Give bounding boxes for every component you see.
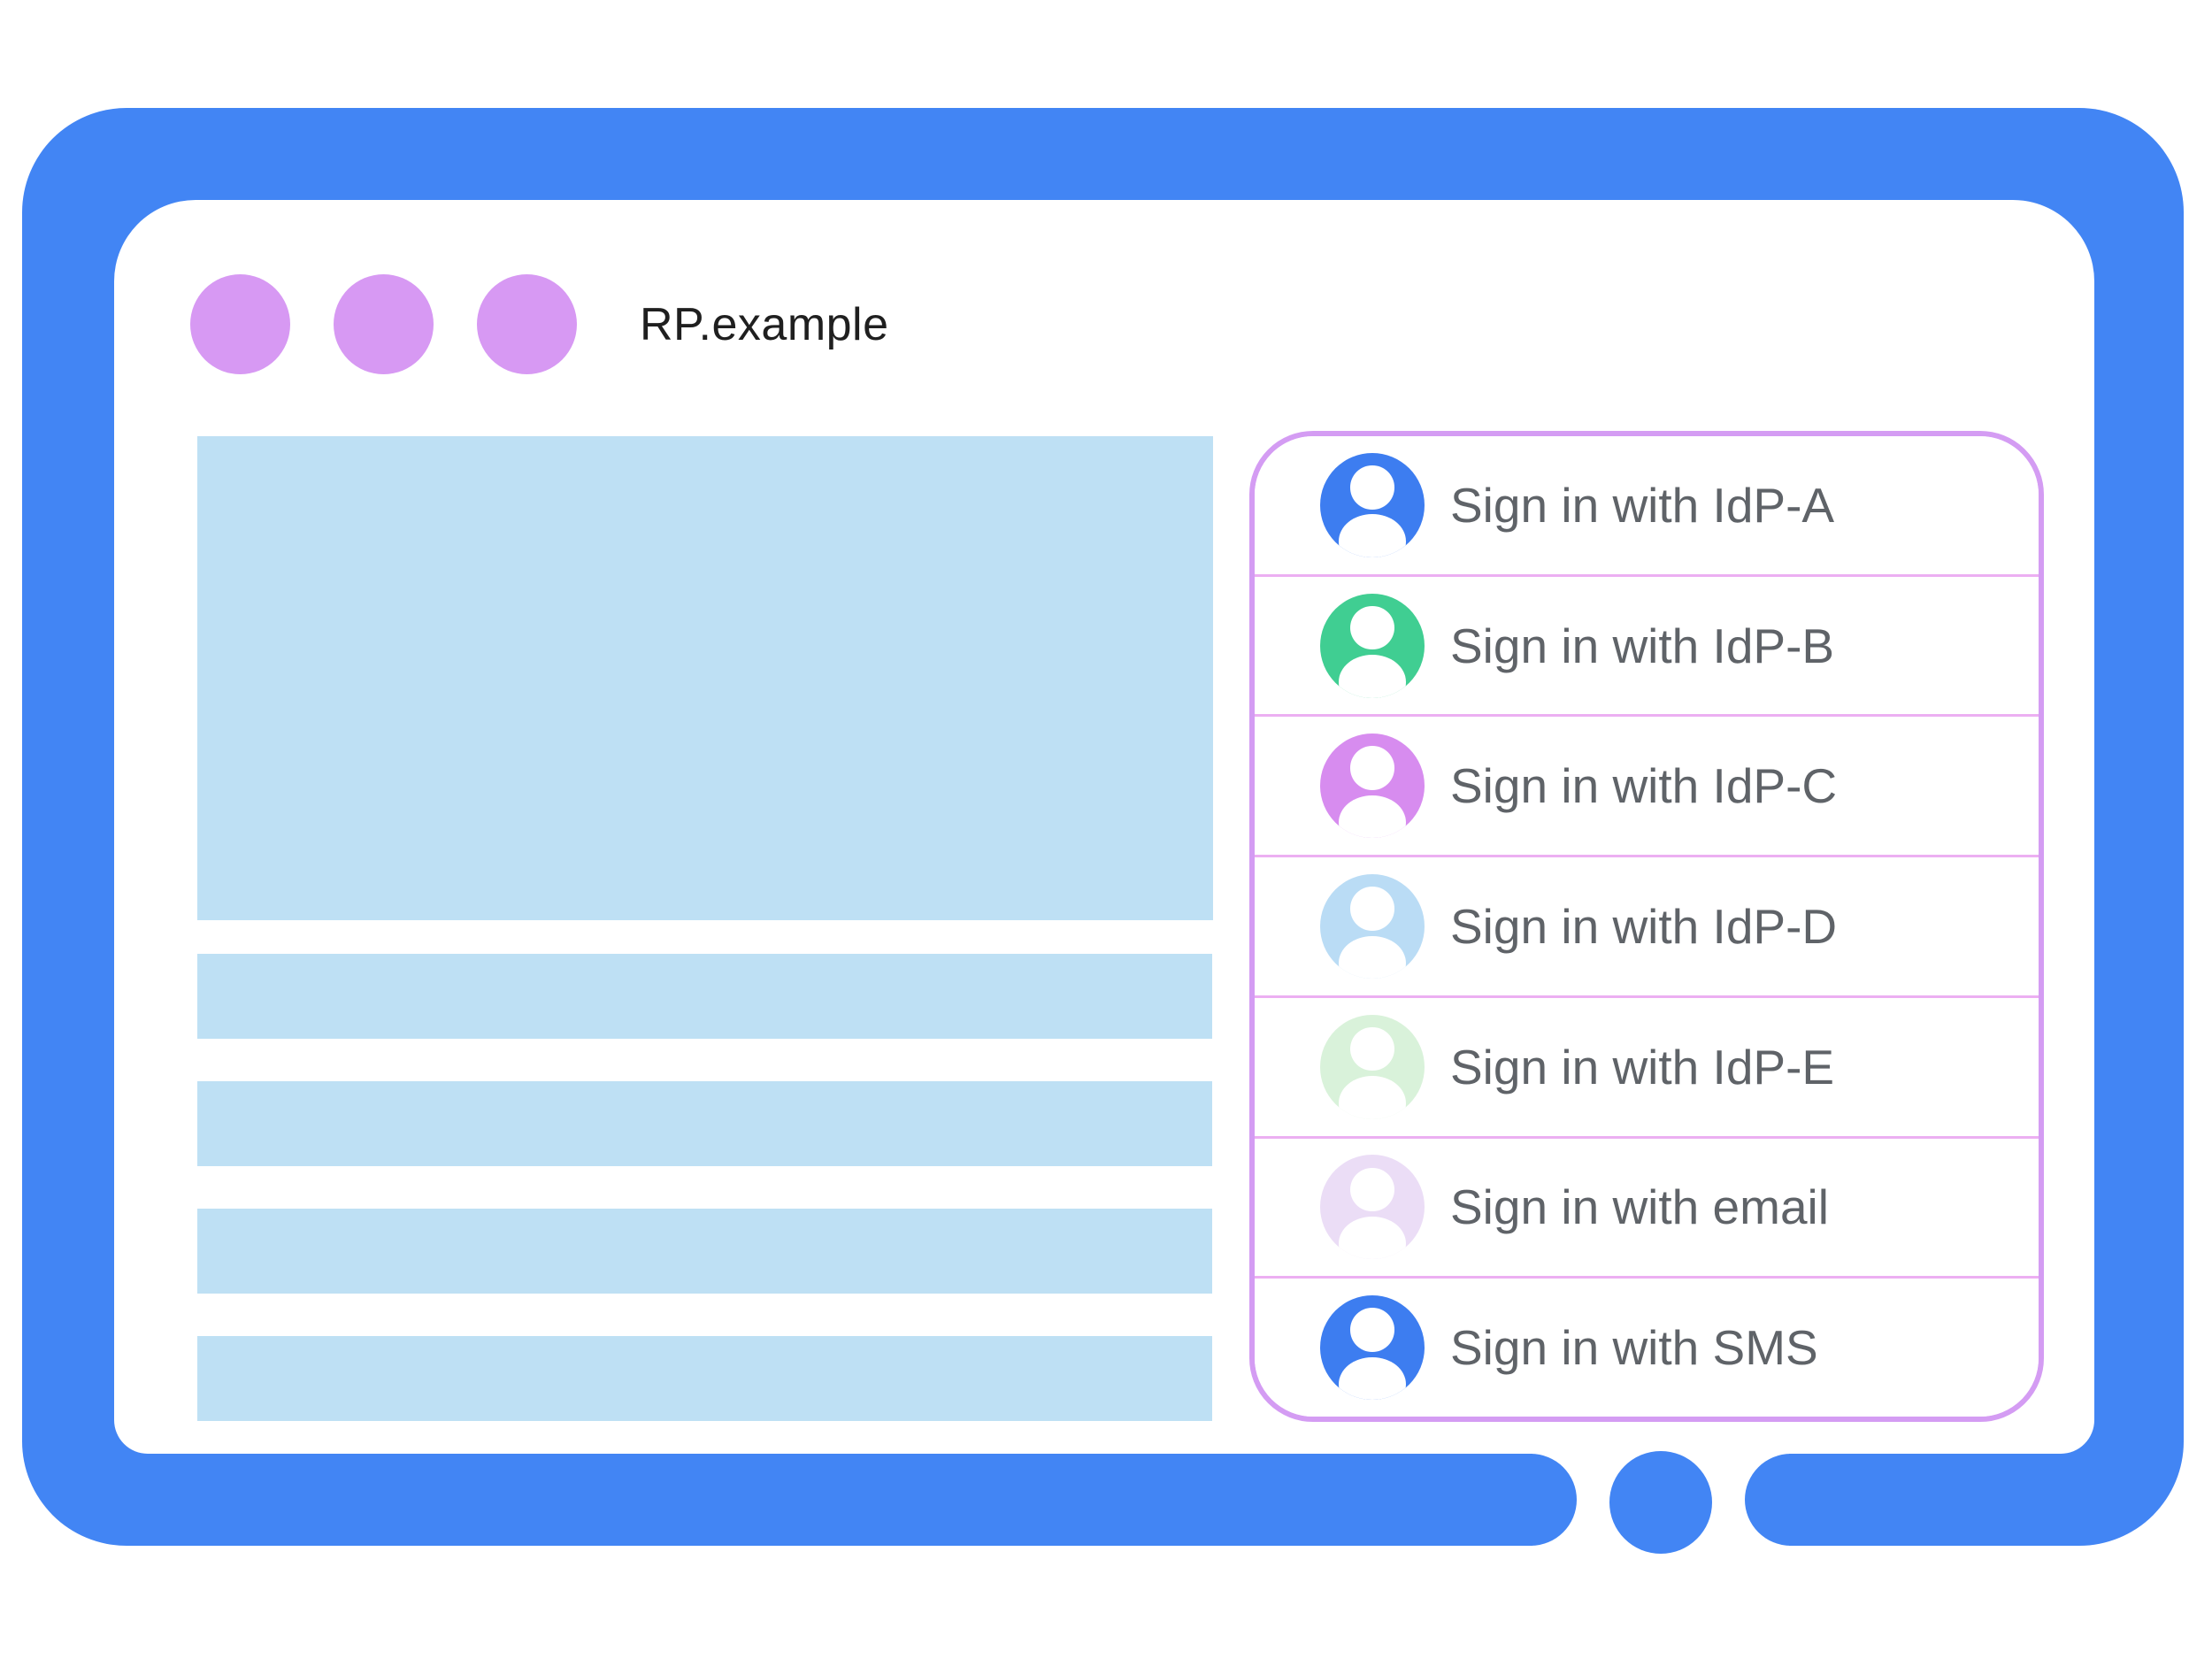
bottom-bezel-cap-right	[1745, 1454, 1842, 1546]
content-placeholder-bar	[197, 1209, 1212, 1294]
site-title: RP.example	[640, 299, 889, 350]
avatar-torso-shape	[1339, 935, 1406, 979]
user-avatar-icon	[1320, 1014, 1425, 1119]
signin-option-label: Sign in with SMS	[1450, 1320, 1818, 1376]
signin-option-label: Sign in with IdP-B	[1450, 618, 1835, 673]
content-placeholder-bar	[197, 954, 1212, 1039]
user-avatar-icon	[1320, 874, 1425, 979]
signin-option-label: Sign in with IdP-E	[1450, 1039, 1835, 1094]
signin-option-label: Sign in with email	[1450, 1179, 1829, 1235]
window-controls	[190, 274, 577, 374]
avatar-head-shape	[1350, 887, 1394, 931]
window-control-dot[interactable]	[334, 274, 434, 374]
signin-option[interactable]: Sign in with IdP-D	[1255, 855, 2039, 995]
user-avatar-icon	[1320, 452, 1425, 557]
signin-option-label: Sign in with IdP-D	[1450, 899, 1838, 955]
user-avatar-icon	[1320, 1295, 1425, 1401]
content-placeholder-bar	[197, 1336, 1212, 1421]
bottom-bezel-cap-left	[1479, 1454, 1577, 1546]
avatar-head-shape	[1350, 605, 1394, 650]
avatar-torso-shape	[1339, 514, 1406, 557]
user-avatar-icon	[1320, 593, 1425, 698]
signin-option[interactable]: Sign in with IdP-E	[1255, 995, 2039, 1136]
signin-option[interactable]: Sign in with IdP-A	[1255, 436, 2039, 574]
signin-option[interactable]: Sign in with email	[1255, 1135, 2039, 1277]
signin-option-label: Sign in with IdP-A	[1450, 477, 1835, 533]
avatar-head-shape	[1350, 1308, 1394, 1352]
signin-option[interactable]: Sign in with SMS	[1255, 1276, 2039, 1417]
window-control-dot[interactable]	[477, 274, 577, 374]
user-avatar-icon	[1320, 1155, 1425, 1260]
avatar-head-shape	[1350, 1026, 1394, 1071]
signin-option[interactable]: Sign in with IdP-B	[1255, 573, 2039, 715]
avatar-torso-shape	[1339, 1217, 1406, 1260]
home-button[interactable]	[1609, 1451, 1712, 1554]
window-control-dot[interactable]	[190, 274, 290, 374]
avatar-head-shape	[1350, 1167, 1394, 1212]
signin-option[interactable]: Sign in with IdP-C	[1255, 714, 2039, 856]
avatar-torso-shape	[1339, 655, 1406, 698]
content-placeholder-hero	[197, 436, 1213, 920]
signin-option-label: Sign in with IdP-C	[1450, 758, 1838, 814]
user-avatar-icon	[1320, 733, 1425, 839]
avatar-head-shape	[1350, 465, 1394, 510]
avatar-head-shape	[1350, 746, 1394, 790]
content-placeholder-bar	[197, 1081, 1212, 1166]
avatar-torso-shape	[1339, 1356, 1406, 1401]
avatar-torso-shape	[1339, 1076, 1406, 1119]
avatar-torso-shape	[1339, 795, 1406, 839]
signin-panel: Sign in with IdP-A Sign in with IdP-B Sign…	[1249, 431, 2044, 1422]
